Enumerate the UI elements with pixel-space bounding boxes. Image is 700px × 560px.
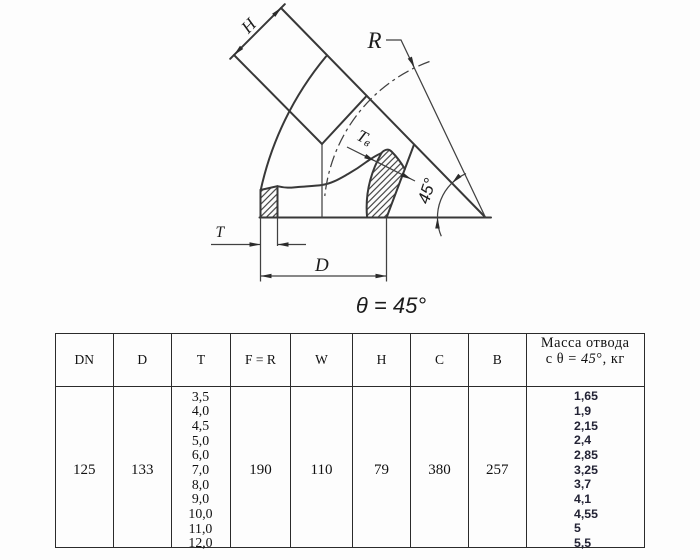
svg-text:θ = 45°: θ = 45° (356, 293, 426, 318)
svg-text:D: D (314, 255, 329, 276)
svg-text:Tв: Tв (353, 126, 375, 150)
svg-text:T: T (216, 224, 226, 241)
svg-text:H: H (236, 13, 261, 38)
svg-text:R: R (367, 28, 382, 53)
svg-text:45°: 45° (414, 176, 440, 207)
